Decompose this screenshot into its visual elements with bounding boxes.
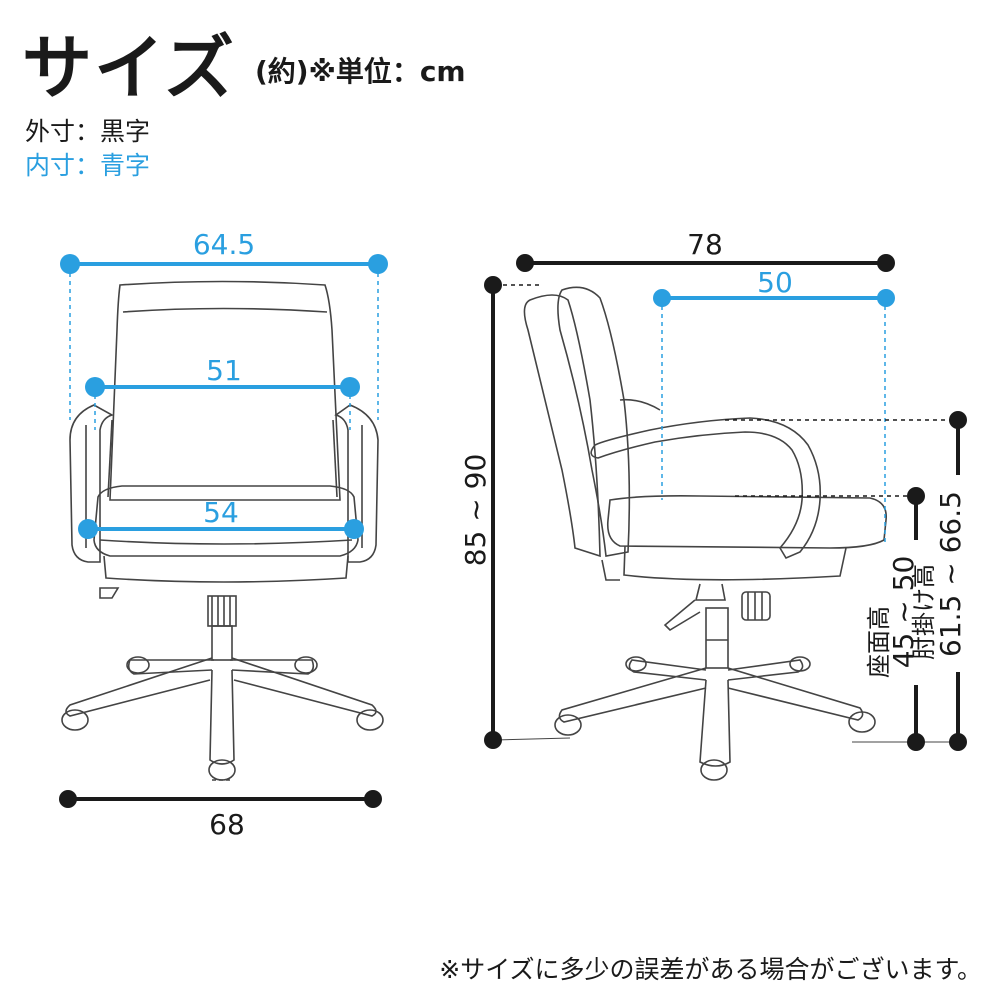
dim-outer-width: 64.5 <box>60 228 388 274</box>
side-guides <box>495 284 958 545</box>
dim-label-total-height: 85 ~ 90 <box>459 454 492 567</box>
front-guides <box>69 265 379 430</box>
dim-total-height: 85 ~ 90 <box>459 276 502 749</box>
legend-inner: 内寸：青字 <box>25 151 151 180</box>
dim-label-outer-width: 64.5 <box>193 228 255 261</box>
dim-label-back-width: 51 <box>206 354 242 387</box>
legend-outer: 外寸：黒字 <box>25 117 151 146</box>
dim-label-depth: 78 <box>687 228 723 261</box>
dim-label-seat-height: 45 ~ 50 <box>887 556 920 669</box>
dim-seat-width: 54 <box>78 496 364 539</box>
dim-seat-depth: 50 <box>653 266 895 307</box>
dim-label-arm-height-name: 肘掛け高 <box>910 564 938 660</box>
chair-side-view <box>494 286 960 781</box>
unit-note: (約)※単位：cm <box>255 55 466 88</box>
dim-arm-height: 肘掛け高 61.5 ~ 66.5 <box>910 411 967 751</box>
dim-label-seat-depth: 50 <box>757 266 793 299</box>
dim-depth: 78 <box>516 228 895 272</box>
dim-seat-height: 座面高 45 ~ 50 <box>865 487 925 751</box>
dim-label-base-width: 68 <box>209 808 245 841</box>
footer-note: ※サイズに多少の誤差がある場合がございます。 <box>439 955 982 984</box>
dim-base-width: 68 <box>59 790 382 841</box>
dim-back-width: 51 <box>85 354 360 397</box>
dim-label-arm-height: 61.5 ~ 66.5 <box>934 491 967 657</box>
dim-label-seat-height-name: 座面高 <box>865 606 893 678</box>
dim-label-seat-width: 54 <box>203 496 239 529</box>
page-title: サイズ <box>22 27 236 109</box>
